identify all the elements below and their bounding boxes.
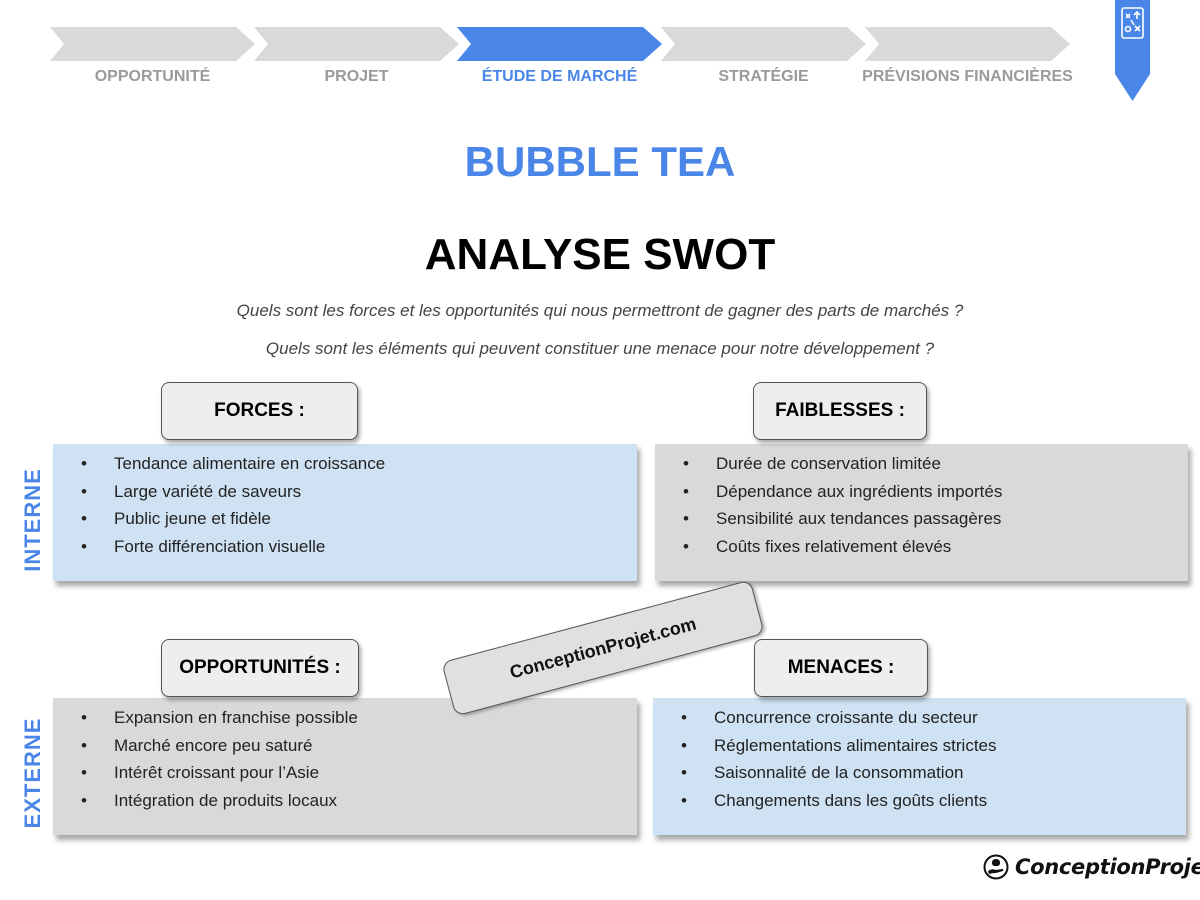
list-item: Durée de conservation limitée: [655, 450, 1188, 478]
list-item: Large variété de saveurs: [53, 478, 637, 506]
forces-list: Tendance alimentaire en croissance Large…: [53, 444, 637, 560]
side-label-internal: INTERNE: [20, 468, 45, 572]
step-arrow: [661, 27, 866, 61]
menaces-header: MENACES :: [754, 639, 928, 697]
list-item: Intégration de produits locaux: [53, 787, 637, 815]
step-projet[interactable]: PROJET: [254, 27, 459, 85]
side-label-external: EXTERNE: [20, 717, 45, 829]
list-item: Public jeune et fidèle: [53, 505, 637, 533]
menaces-panel: Concurrence croissante du secteur Réglem…: [653, 698, 1186, 835]
watermark-badge: ConceptionProjet.com: [441, 579, 765, 717]
faiblesses-list: Durée de conservation limitée Dépendance…: [655, 444, 1188, 560]
list-item: Saisonnalité de la consommation: [653, 759, 1186, 787]
list-item: Coûts fixes relativement élevés: [655, 533, 1188, 561]
step-label: ÉTUDE DE MARCHÉ: [481, 68, 638, 85]
forces-header: FORCES :: [161, 382, 358, 440]
question-2: Quels sont les éléments qui peuvent cons…: [265, 339, 935, 358]
list-item: Expansion en franchise possible: [53, 704, 637, 732]
step-label: OPPORTUNITÉ: [94, 68, 211, 85]
lightbulb-hand-icon: [983, 854, 1009, 880]
step-arrow: [457, 27, 662, 61]
step-strategie[interactable]: STRATÉGIE: [661, 27, 866, 85]
strategy-board-icon: [1121, 7, 1144, 39]
step-label: PRÉVISIONS FINANCIÈRES: [862, 68, 1073, 85]
bookmark-ribbon: [1115, 0, 1150, 101]
faiblesses-panel: Durée de conservation limitée Dépendance…: [655, 444, 1188, 581]
section-title: ANALYSE SWOT: [424, 230, 776, 279]
brand-text: ConceptionProjet: [1015, 855, 1200, 879]
brand-logo[interactable]: ConceptionProjet: [983, 850, 1200, 884]
step-label: STRATÉGIE: [718, 68, 809, 85]
list-item: Concurrence croissante du secteur: [653, 704, 1186, 732]
list-item: Changements dans les goûts clients: [653, 787, 1186, 815]
step-etude-de-marche[interactable]: ÉTUDE DE MARCHÉ: [457, 27, 662, 85]
list-item: Sensibilité aux tendances passagères: [655, 505, 1188, 533]
opportunites-panel: Expansion en franchise possible Marché e…: [53, 698, 637, 835]
list-item: Forte différenciation visuelle: [53, 533, 637, 561]
step-label: PROJET: [324, 68, 389, 85]
menaces-list: Concurrence croissante du secteur Réglem…: [653, 698, 1186, 814]
step-opportunite[interactable]: OPPORTUNITÉ: [50, 27, 255, 85]
list-item: Marché encore peu saturé: [53, 732, 637, 760]
question-1: Quels sont les forces et les opportunité…: [236, 301, 964, 320]
opportunites-list: Expansion en franchise possible Marché e…: [53, 698, 637, 814]
progress-steps: OPPORTUNITÉ PROJET ÉTUDE DE MARCHÉ STRAT…: [50, 27, 1100, 97]
step-arrow: [254, 27, 459, 61]
list-item: Intérêt croissant pour l’Asie: [53, 759, 637, 787]
page-title: BUBBLE TEA: [464, 138, 736, 185]
step-previsions-financieres[interactable]: PRÉVISIONS FINANCIÈRES: [862, 27, 1073, 85]
list-item: Réglementations alimentaires strictes: [653, 732, 1186, 760]
list-item: Tendance alimentaire en croissance: [53, 450, 637, 478]
step-arrow: [50, 27, 255, 61]
step-arrow: [865, 27, 1070, 61]
forces-panel: Tendance alimentaire en croissance Large…: [53, 444, 637, 581]
list-item: Dépendance aux ingrédients importés: [655, 478, 1188, 506]
faiblesses-header: FAIBLESSES :: [753, 382, 927, 440]
opportunites-header: OPPORTUNITÉS :: [161, 639, 359, 697]
